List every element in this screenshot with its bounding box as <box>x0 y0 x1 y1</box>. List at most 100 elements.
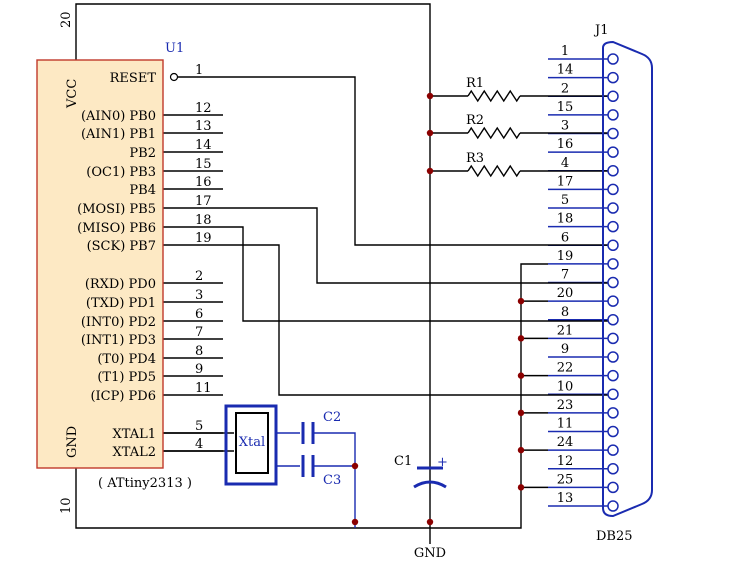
chip-pin-label: PB2 <box>129 146 156 161</box>
c2-to-ground <box>313 432 356 528</box>
chip-pin-number: 1 <box>195 63 203 78</box>
db25-pin-socket <box>607 332 619 345</box>
db25-pin-number: 22 <box>557 361 574 376</box>
c1-capacitor-curve <box>413 480 447 489</box>
chip-pin-number: 4 <box>195 437 203 452</box>
db25-pin-number: 10 <box>557 379 574 394</box>
db25-pin-number: 11 <box>557 417 574 432</box>
db25-pin-number: 7 <box>561 268 569 283</box>
db25-pin-number: 3 <box>561 119 569 134</box>
connector-ref-label: J1 <box>593 23 608 38</box>
junction-dot <box>517 297 525 305</box>
db25-pin-number: 23 <box>557 398 574 413</box>
db25-pin-number: 19 <box>557 249 574 264</box>
chip-pin-number: 19 <box>195 231 212 246</box>
db25-pin-socket <box>607 388 619 400</box>
db25-pin-socket <box>607 71 619 84</box>
db25-pin-number: 2 <box>561 81 569 96</box>
db25-pin-number: 1 <box>561 44 569 59</box>
sck-wire <box>223 244 608 396</box>
junctions <box>351 92 525 526</box>
chip-ref-label: U1 <box>165 41 184 56</box>
crystal-frame <box>224 404 278 486</box>
junction-dot <box>426 518 434 526</box>
db25-pin-socket <box>607 109 619 121</box>
gnd-pin-number: 10 <box>59 497 74 514</box>
junction-dot <box>517 409 525 417</box>
db25-pin-socket <box>607 90 619 102</box>
wires <box>75 3 608 544</box>
resistor <box>467 126 521 140</box>
c1-label: C1 <box>394 454 412 469</box>
chip-pin-label: (ICP) PD6 <box>90 389 156 404</box>
db25-pin-number: 15 <box>557 100 574 115</box>
reset-wire <box>178 76 608 246</box>
chip-pin-label: (INT1) PD3 <box>81 333 156 348</box>
crystal-label: Xtal <box>239 435 265 450</box>
chip-pin-label: (INT0) PD2 <box>81 315 156 330</box>
chip-pin-label: (MOSI) PB5 <box>77 202 156 217</box>
ground-label: GND <box>414 546 446 561</box>
db25-pin-socket <box>607 146 619 158</box>
vcc-rail <box>75 3 431 528</box>
db25-pin-socket <box>607 127 619 140</box>
db25-pin-socket <box>607 220 619 233</box>
crystal-body <box>235 412 269 474</box>
vcc-label: VCC <box>65 79 80 109</box>
chip-pin-number: 8 <box>195 344 203 359</box>
db25-pin-socket <box>607 444 619 456</box>
c2-label: C2 <box>323 410 341 425</box>
db25-pin-socket <box>607 351 619 363</box>
chip-pin-number: 11 <box>195 381 212 396</box>
db25-pin-socket <box>607 165 619 177</box>
chip-pin-number: 2 <box>195 269 203 284</box>
resistor-label: R2 <box>466 113 484 128</box>
junction-dot <box>351 462 359 470</box>
c3-label: C3 <box>323 473 341 488</box>
c1-plus-label: + <box>437 455 448 470</box>
chip-pin-number: 9 <box>195 362 203 377</box>
chip-pin-label: (TXD) PD1 <box>86 296 156 311</box>
gnd-rail <box>75 263 548 529</box>
mosi-wire <box>223 207 608 284</box>
db25-pin-number: 8 <box>561 305 569 320</box>
resistor-label: R1 <box>466 76 484 91</box>
junction-dot <box>351 518 359 526</box>
db25-pin-socket <box>607 463 619 475</box>
db25-pin-number: 16 <box>557 137 574 152</box>
gnd-label: GND <box>65 426 80 458</box>
chip-pin-number: 16 <box>195 175 212 190</box>
db25-shell <box>602 40 653 518</box>
db25-pin-number: 18 <box>557 212 574 227</box>
chip-body <box>36 59 164 469</box>
chip-pin-number: 5 <box>195 419 203 434</box>
chip-pin-number: 12 <box>195 101 212 116</box>
chip-pin-number: 18 <box>195 213 212 228</box>
junction-dot <box>426 167 434 175</box>
db25-pin-number: 12 <box>557 454 574 469</box>
db25-pin-socket <box>607 53 619 65</box>
db25-pin-number: 9 <box>561 342 569 357</box>
db25-pin-socket <box>607 295 619 307</box>
chip-pin-label: (T0) PD4 <box>97 352 156 367</box>
db25-pin-socket <box>607 481 619 494</box>
junction-dot <box>517 484 525 491</box>
chip-pin-label: XTAL2 <box>112 445 156 460</box>
junction-dot <box>517 372 525 379</box>
chip-pin-number: 13 <box>195 119 212 134</box>
db25-pin-socket <box>607 425 619 438</box>
db25-pin-number: 4 <box>561 156 569 171</box>
db25-pin-number: 25 <box>557 472 574 487</box>
chip-pin-number: 7 <box>195 325 203 340</box>
reset-bubble <box>169 72 179 82</box>
junction-dot <box>426 129 434 137</box>
db25-pin-socket <box>607 369 619 382</box>
chip-pin-label: (OC1) PB3 <box>86 165 156 180</box>
resistor <box>467 164 521 178</box>
chip-pin-number: 14 <box>195 138 212 153</box>
db25-pin-number: 17 <box>557 174 574 189</box>
db25-pin-socket <box>607 202 619 214</box>
vcc-pin-number: 20 <box>59 11 74 28</box>
db25-pin-number: 20 <box>557 286 574 301</box>
